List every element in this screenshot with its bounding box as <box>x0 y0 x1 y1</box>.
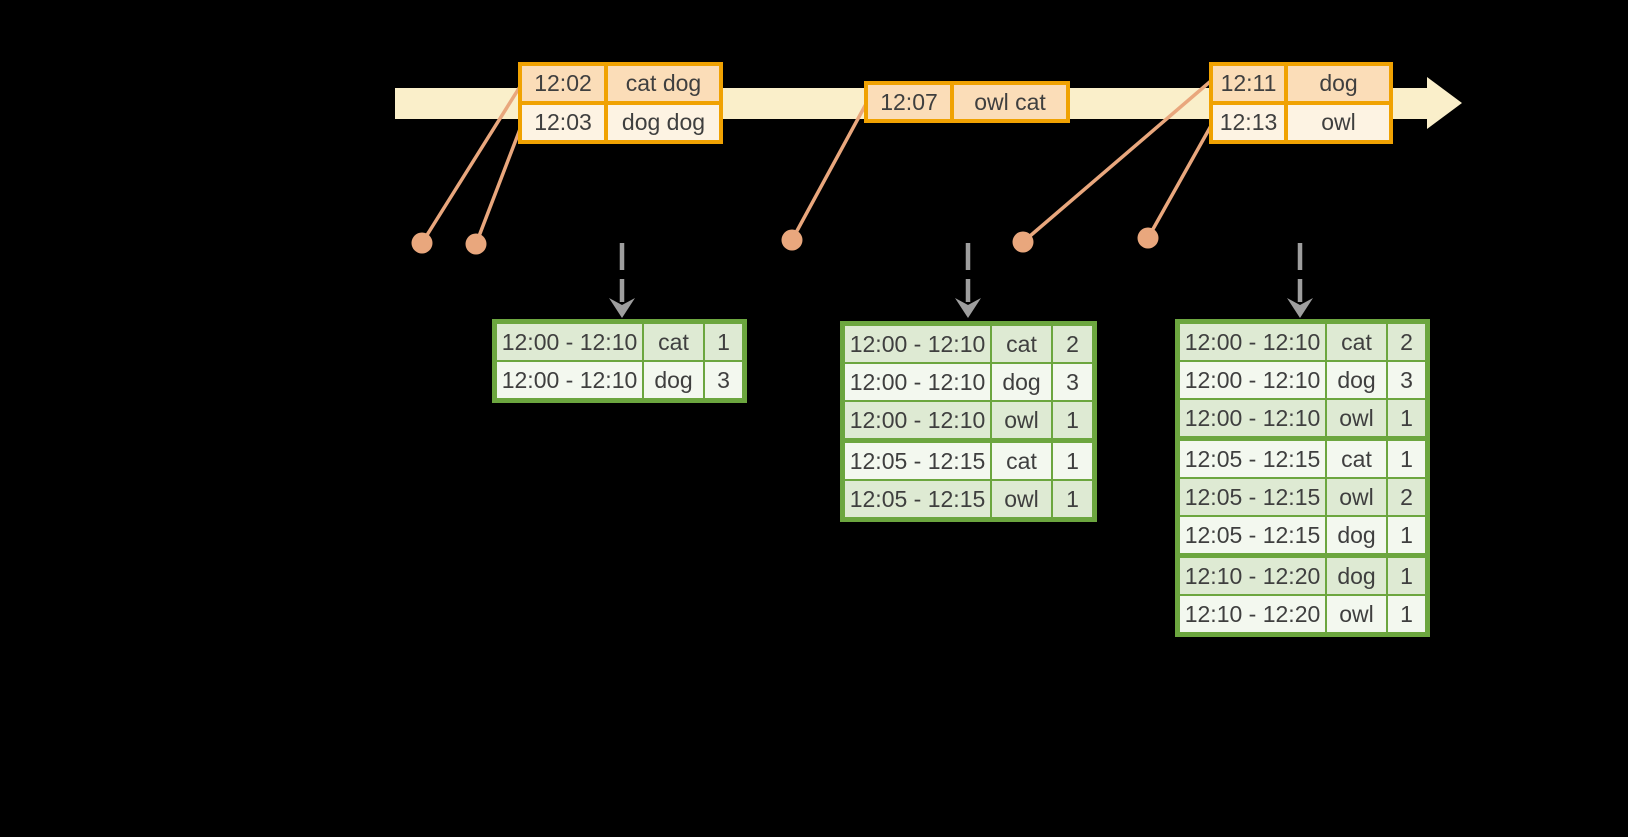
word-cell: owl <box>992 402 1051 438</box>
event-box-3: 12:11 dog 12:13 owl <box>1209 62 1393 144</box>
table-row: 12:00 - 12:10 cat 1 <box>497 324 742 360</box>
event-words: owl <box>1288 105 1389 140</box>
window-cell: 12:00 - 12:10 <box>845 364 990 400</box>
word-cell: owl <box>1327 400 1386 436</box>
word-cell: owl <box>992 481 1051 517</box>
word-cell: owl <box>1327 596 1386 632</box>
window-cell: 12:00 - 12:10 <box>497 362 642 398</box>
count-cell: 3 <box>1053 364 1092 400</box>
table-row: 12:00 - 12:10 dog 3 <box>1180 362 1425 398</box>
arrival-dot <box>1137 227 1159 249</box>
result-table-1: 12:00 - 12:10 cat 1 12:00 - 12:10 dog 3 <box>492 319 747 403</box>
arrival-dot <box>1012 231 1034 253</box>
word-cell: cat <box>644 324 703 360</box>
window-cell: 12:00 - 12:10 <box>1180 362 1325 398</box>
word-cell: dog <box>992 364 1051 400</box>
count-cell: 1 <box>1053 443 1092 479</box>
window-cell: 12:05 - 12:15 <box>1180 479 1325 515</box>
table-row: 12:05 - 12:15 dog 1 <box>1180 517 1425 553</box>
window-cell: 12:05 - 12:15 <box>1180 441 1325 477</box>
event-time: 12:11 <box>1213 66 1284 101</box>
connector-line <box>790 103 868 241</box>
count-cell: 2 <box>1388 479 1425 515</box>
timeline-arrowhead-icon <box>1427 77 1462 129</box>
window-cell: 12:05 - 12:15 <box>1180 517 1325 553</box>
table-row: 12:00 - 12:10 owl 1 <box>845 402 1092 438</box>
count-cell: 1 <box>1053 402 1092 438</box>
arrival-dot <box>781 229 803 251</box>
connector-line <box>1146 123 1214 239</box>
window-cell: 12:00 - 12:10 <box>845 402 990 438</box>
event-words: owl cat <box>954 85 1066 119</box>
count-cell: 1 <box>1388 596 1425 632</box>
trigger-arrow-head-icon <box>609 298 635 318</box>
word-cell: cat <box>992 326 1051 362</box>
event-time: 12:02 <box>522 66 604 101</box>
table-row: 12:05 - 12:15 owl 1 <box>845 481 1092 517</box>
connector-line <box>420 84 523 244</box>
window-cell: 12:10 - 12:20 <box>1180 558 1325 594</box>
event-time: 12:07 <box>868 85 950 119</box>
count-cell: 1 <box>1053 481 1092 517</box>
table-row: 12:05 - 12:15 owl 2 <box>1180 479 1425 515</box>
event-words: dog <box>1288 66 1389 101</box>
word-cell: owl <box>1327 479 1386 515</box>
table-row: 12:00 - 12:10 cat 2 <box>845 326 1092 362</box>
event-words: cat dog <box>608 66 719 101</box>
connector-line <box>474 123 524 245</box>
count-cell: 1 <box>705 324 742 360</box>
count-cell: 3 <box>705 362 742 398</box>
result-table-2: 12:00 - 12:10 cat 2 12:00 - 12:10 dog 3 … <box>840 321 1097 522</box>
table-row: 12:10 - 12:20 owl 1 <box>1180 596 1425 632</box>
event-box-1: 12:02 cat dog 12:03 dog dog <box>518 62 723 144</box>
word-cell: dog <box>1327 517 1386 553</box>
count-cell: 1 <box>1388 400 1425 436</box>
window-cell: 12:05 - 12:15 <box>845 443 990 479</box>
event-words: dog dog <box>608 105 719 140</box>
arrival-dot <box>465 233 487 255</box>
window-cell: 12:00 - 12:10 <box>1180 400 1325 436</box>
count-cell: 2 <box>1053 326 1092 362</box>
count-cell: 1 <box>1388 441 1425 477</box>
table-row: 12:00 - 12:10 cat 2 <box>1180 324 1425 360</box>
event-time: 12:13 <box>1213 105 1284 140</box>
count-cell: 3 <box>1388 362 1425 398</box>
window-cell: 12:00 - 12:10 <box>1180 324 1325 360</box>
count-cell: 1 <box>1388 517 1425 553</box>
window-cell: 12:05 - 12:15 <box>845 481 990 517</box>
word-cell: dog <box>1327 362 1386 398</box>
trigger-arrow-head-icon <box>1287 298 1313 318</box>
word-cell: cat <box>992 443 1051 479</box>
event-time: 12:03 <box>522 105 604 140</box>
count-cell: 2 <box>1388 324 1425 360</box>
word-cell: cat <box>1327 441 1386 477</box>
trigger-arrow-head-icon <box>955 298 981 318</box>
word-cell: dog <box>1327 558 1386 594</box>
window-cell: 12:00 - 12:10 <box>497 324 642 360</box>
table-row: 12:05 - 12:15 cat 1 <box>845 443 1092 479</box>
table-row: 12:00 - 12:10 owl 1 <box>1180 400 1425 436</box>
event-box-2: 12:07 owl cat <box>864 81 1070 123</box>
word-cell: cat <box>1327 324 1386 360</box>
table-row: 12:00 - 12:10 dog 3 <box>497 362 742 398</box>
count-cell: 1 <box>1388 558 1425 594</box>
table-row: 12:00 - 12:10 dog 3 <box>845 364 1092 400</box>
window-cell: 12:10 - 12:20 <box>1180 596 1325 632</box>
window-cell: 12:00 - 12:10 <box>845 326 990 362</box>
connector-line <box>1021 78 1214 244</box>
table-row: 12:05 - 12:15 cat 1 <box>1180 441 1425 477</box>
word-cell: dog <box>644 362 703 398</box>
arrival-dot <box>411 232 433 254</box>
table-row: 12:10 - 12:20 dog 1 <box>1180 558 1425 594</box>
result-table-3: 12:00 - 12:10 cat 2 12:00 - 12:10 dog 3 … <box>1175 319 1430 637</box>
